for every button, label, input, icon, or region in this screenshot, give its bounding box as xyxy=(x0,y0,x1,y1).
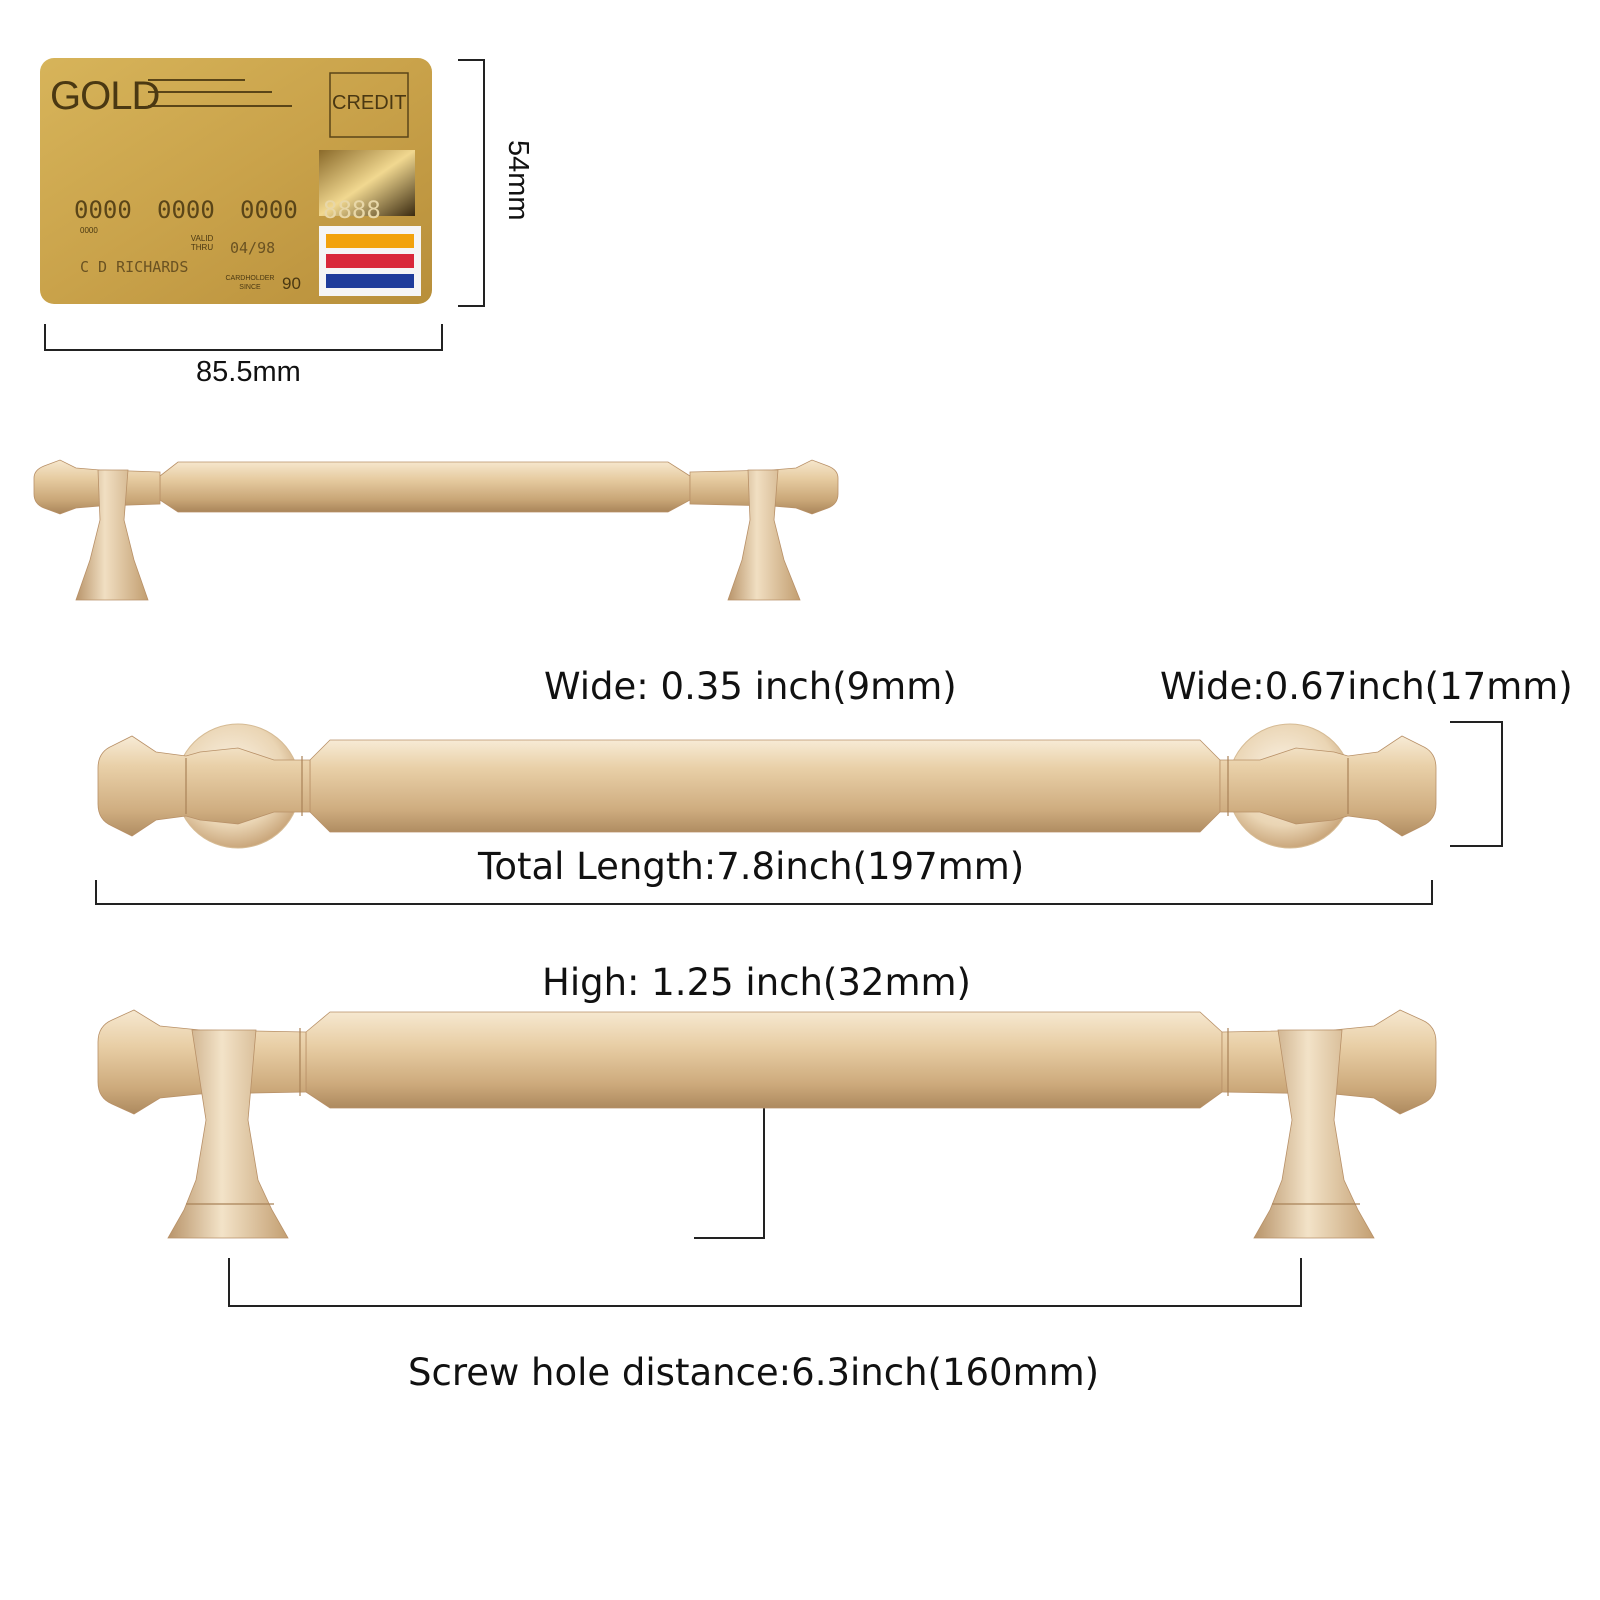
bar-wide-label: Wide: 0.35 inch(9mm) xyxy=(544,665,957,708)
credit-card: GOLD CREDIT 0000 0000 0000 8888 0000 VAL… xyxy=(40,58,432,304)
card-valid-thru-label: VALID THRU xyxy=(190,234,214,252)
card-number-4: 8888 xyxy=(323,196,381,224)
total-length-label: Total Length:7.8inch(197mm) xyxy=(478,845,1025,888)
card-brand: GOLD xyxy=(50,74,160,118)
card-type: CREDIT xyxy=(332,92,407,114)
card-number-3: 0000 xyxy=(240,196,298,224)
card-small-number: 0000 xyxy=(80,226,98,235)
card-stripe-red xyxy=(326,254,414,268)
card-holder-name: C D RICHARDS xyxy=(80,258,189,276)
card-width-label: 85.5mm xyxy=(196,356,301,388)
card-since-year: 90 xyxy=(282,274,301,293)
card-number-1: 0000 xyxy=(74,196,132,224)
end-wide-label: Wide:0.67inch(17mm) xyxy=(1160,665,1573,708)
screw-hole-distance-label: Screw hole distance:6.3inch(160mm) xyxy=(408,1351,1100,1394)
card-number-2: 0000 xyxy=(157,196,215,224)
card-stripe-blue xyxy=(326,274,414,288)
card-cardholder-since-label: CARDHOLDER SINCE xyxy=(225,275,275,291)
credit-card-graphic xyxy=(40,58,432,304)
card-expiry: 04/98 xyxy=(230,239,276,257)
card-stripe-orange xyxy=(326,234,414,248)
high-label: High: 1.25 inch(32mm) xyxy=(542,961,971,1004)
